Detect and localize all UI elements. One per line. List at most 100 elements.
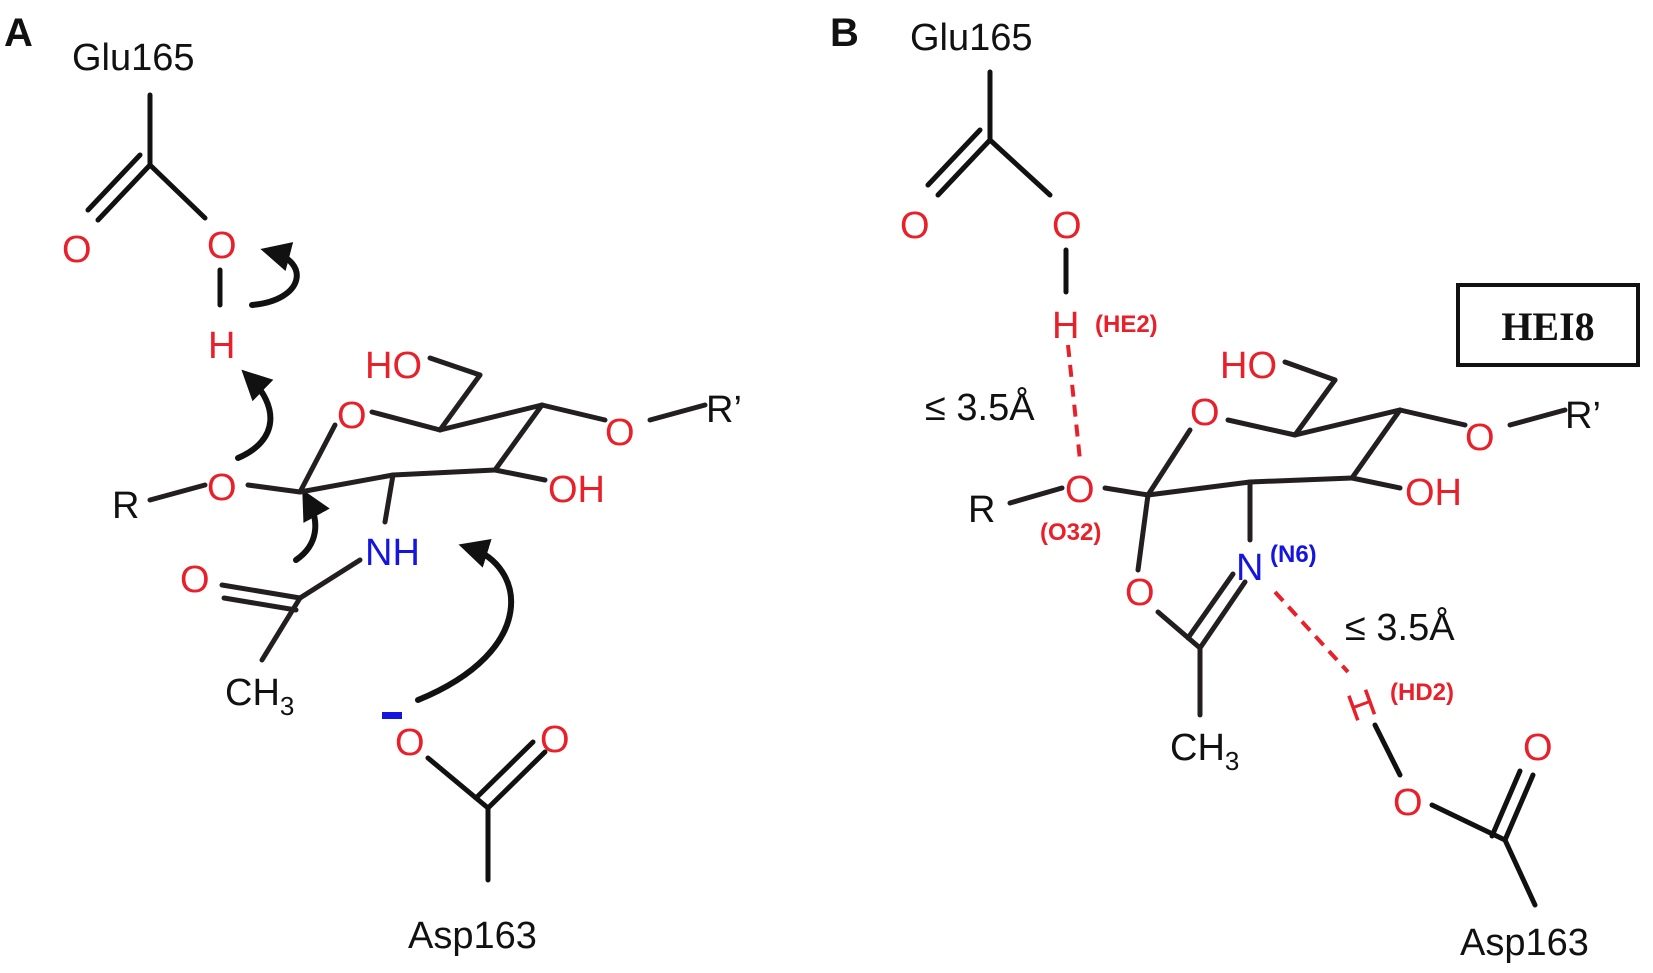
nh-group-a: NH — [365, 532, 420, 574]
ring-c2-c1-b — [1145, 479, 1253, 498]
ring-oxygen-b: O — [1190, 392, 1220, 434]
acetyl-co-bond-a — [219, 582, 303, 601]
arrow-to-anomeric-c-a — [293, 489, 330, 563]
glu165-label-b: Glu165 — [910, 17, 1033, 59]
glu-oh-bond-b — [987, 137, 1053, 198]
c3-oh-bond-b — [1349, 475, 1403, 491]
acetyl-co-double-a — [221, 595, 299, 613]
n-atom-b: N — [1236, 547, 1263, 589]
ring-c2-c1-a — [297, 472, 396, 495]
hbond-he2-o32 — [1066, 344, 1082, 461]
asp-carbonyl-bond-b — [1502, 772, 1536, 843]
glu-carbonyl-double-b — [925, 127, 983, 188]
oh-group-b: OH — [1405, 472, 1462, 514]
c1-o-oxazoline-bond — [1135, 492, 1151, 573]
asp-ca-bond-b — [1502, 837, 1538, 908]
h-o-bond-b — [1372, 722, 1403, 778]
o-rprime-bond-b — [1507, 407, 1568, 428]
r-label-a: R — [112, 485, 139, 527]
glu-carbonyl-o-a: O — [62, 229, 92, 271]
asp-carbonyl-bond-a — [485, 749, 548, 811]
c3-oh-bond-a — [492, 467, 548, 483]
c1-o-bond-b — [1102, 485, 1151, 498]
ring-c4-c3-a — [492, 402, 545, 473]
ring-o5-c5-b — [1225, 417, 1298, 438]
n-acetyl-bond-a — [297, 557, 363, 601]
c1-o-bond-a — [245, 482, 303, 495]
ho-group-b: HO — [1220, 345, 1277, 387]
asp-carbonyl-double-b — [1489, 768, 1523, 839]
glu165-label-a: Glu165 — [72, 37, 195, 79]
glu-oh-bond-a — [147, 162, 208, 221]
c6-oh-bond-a — [427, 355, 483, 378]
ring-c1-o5-a — [297, 422, 338, 495]
asp-carbonyl-double-a — [473, 739, 536, 801]
glu-carbonyl-o-b: O — [900, 205, 930, 247]
arrow-asp-to-nh-a — [415, 539, 514, 703]
o32-label: (O32) — [1040, 519, 1101, 546]
hbond-n6-hd2 — [1273, 590, 1350, 674]
asp163-label-b: Asp163 — [1460, 922, 1589, 964]
ring-c4-c3-b — [1349, 407, 1403, 481]
r-label-b: R — [968, 489, 995, 531]
ch3-label-b: CH3 — [1170, 727, 1239, 776]
panel-b-label: B — [830, 11, 859, 55]
asp-carbonyl-o-b: O — [1523, 727, 1553, 769]
r-prime-label-b: R’ — [1565, 395, 1601, 437]
acetyl-ch3-bond-a — [259, 595, 303, 663]
ch3-label-a: CH3 — [225, 672, 294, 721]
o-rprime-a: O — [605, 412, 635, 454]
ring-o5-c5-a — [369, 409, 443, 433]
arrow-h-to-o-a — [249, 242, 300, 308]
c5-c6-bond-b — [1292, 377, 1338, 438]
hd2-label: (HD2) — [1390, 679, 1454, 706]
c5-c6-bond-a — [437, 372, 483, 433]
o-r-bond-a — [147, 482, 208, 503]
asp-hydroxyl-o-b: O — [1393, 782, 1423, 824]
ring-c3-c2-b — [1247, 475, 1355, 485]
ring-c3-c2-a — [390, 467, 498, 478]
panel-a-label: A — [4, 11, 33, 55]
ring-c1-o5-b — [1145, 427, 1193, 498]
glu-hydroxyl-o-b: O — [1052, 205, 1082, 247]
c-n-oxazoline-double-2 — [1185, 571, 1236, 641]
c4-o-bond-b — [1397, 407, 1468, 428]
o-c-oxazoline-bond — [1155, 609, 1203, 651]
c4-o-bond-a — [539, 402, 608, 423]
ring-c5-c4-b — [1292, 407, 1403, 438]
oxazoline-oxygen: O — [1125, 572, 1155, 614]
glu-carbonyl-double-a — [85, 152, 143, 213]
ring-oxygen-a: O — [337, 395, 367, 437]
negative-charge-a — [382, 712, 402, 719]
proton-h-b: H — [1052, 305, 1079, 347]
c6-oh-bond-b — [1282, 359, 1338, 383]
distance-label-1: ≤ 3.5Å — [925, 385, 1035, 429]
glycosidic-o-b: O — [1065, 469, 1095, 511]
panel-b: B Glu165 O O H (HE2) ≤ 3.5Å HEI8 — [830, 11, 1640, 964]
asp163-label-a: Asp163 — [408, 915, 537, 957]
glu-carbonyl-bond-a — [95, 162, 153, 223]
he2-label: (HE2) — [1095, 311, 1158, 338]
asp-co-bond-a — [425, 755, 491, 811]
c2-n-bond-a — [382, 472, 396, 525]
oh-group-a: OH — [548, 469, 605, 511]
panel-a: A Glu165 O O H O HO — [4, 11, 742, 957]
o-r-bond-b — [1007, 485, 1065, 506]
glu-carbonyl-bond-b — [935, 137, 993, 198]
ho-group-a: HO — [365, 345, 422, 387]
o-rprime-bond-a — [647, 402, 708, 423]
n6-label: (N6) — [1270, 541, 1317, 568]
c-n-oxazoline-double — [1197, 579, 1248, 651]
glu-hydroxyl-o-a: O — [207, 225, 237, 267]
hei8-label: HEI8 — [1501, 304, 1594, 349]
o-rprime-b: O — [1465, 417, 1495, 459]
acetyl-oxygen-a: O — [180, 559, 210, 601]
asp-carboxylate-o-a: O — [395, 722, 425, 764]
distance-label-2: ≤ 3.5Å — [1345, 605, 1455, 649]
glycosidic-o-a: O — [207, 467, 237, 509]
hei8-box — [1456, 283, 1640, 367]
r-prime-label-a: R’ — [706, 389, 742, 431]
ring-c5-c4-a — [437, 402, 545, 433]
